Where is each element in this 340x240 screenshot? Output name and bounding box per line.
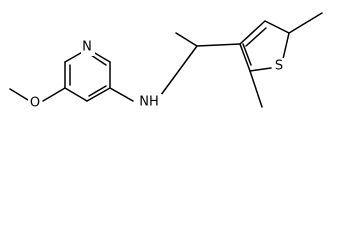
bond-pyridine-c4-c5 [86, 87, 111, 102]
atom-labels: N O NH S [28, 40, 286, 111]
amine-mask [136, 94, 162, 110]
ether-oxygen-mask [28, 94, 42, 110]
ring-nitrogen-mask [81, 40, 95, 56]
ether-oxygen-label: O [30, 96, 40, 111]
bond-pyridine-double-3 [90, 54, 107, 66]
bond-thiophene-c4-c5 [264, 20, 290, 34]
sulfur-mask [272, 58, 286, 74]
bond-thiophene-double-2 [242, 43, 252, 66]
methoxy-group [9, 87, 66, 102]
amine-linker [109, 45, 198, 102]
bond-thiophene-double-1 [245, 27, 267, 47]
bond-methine-methyl [175, 32, 198, 47]
bond-pyridine-c3-c4 [64, 87, 88, 102]
bond-oxygen-methyl [9, 88, 29, 101]
bond-thiophene-c3-c4 [239, 20, 266, 45]
amine-label: NH [139, 95, 159, 110]
bond-pyridine-double-2 [88, 85, 107, 97]
bond-methine-thiophene [196, 43, 241, 47]
bond-pyridine-to-nh [109, 87, 134, 102]
bond-thiophene-c5-methyl [288, 12, 323, 34]
bond-thiophene-c2-methyl [249, 70, 263, 108]
thiophene-methyls [249, 12, 323, 108]
molecule-structure: N O NH S [9, 12, 323, 111]
bond-thiophene-c2-c3 [239, 43, 251, 72]
sulfur-label: S [275, 59, 283, 74]
pyridine-ring [64, 48, 111, 102]
bond-c2-oxygen [42, 87, 66, 102]
ethyl-branch [175, 32, 241, 47]
bond-thiophene-s-c2 [249, 67, 272, 72]
ring-nitrogen-label: N [82, 40, 92, 55]
bond-nh-to-methine [157, 45, 198, 100]
bond-thiophene-c5-s [282, 32, 290, 60]
structure-canvas: N O NH S [9, 12, 323, 111]
thiophene-ring [239, 20, 290, 72]
